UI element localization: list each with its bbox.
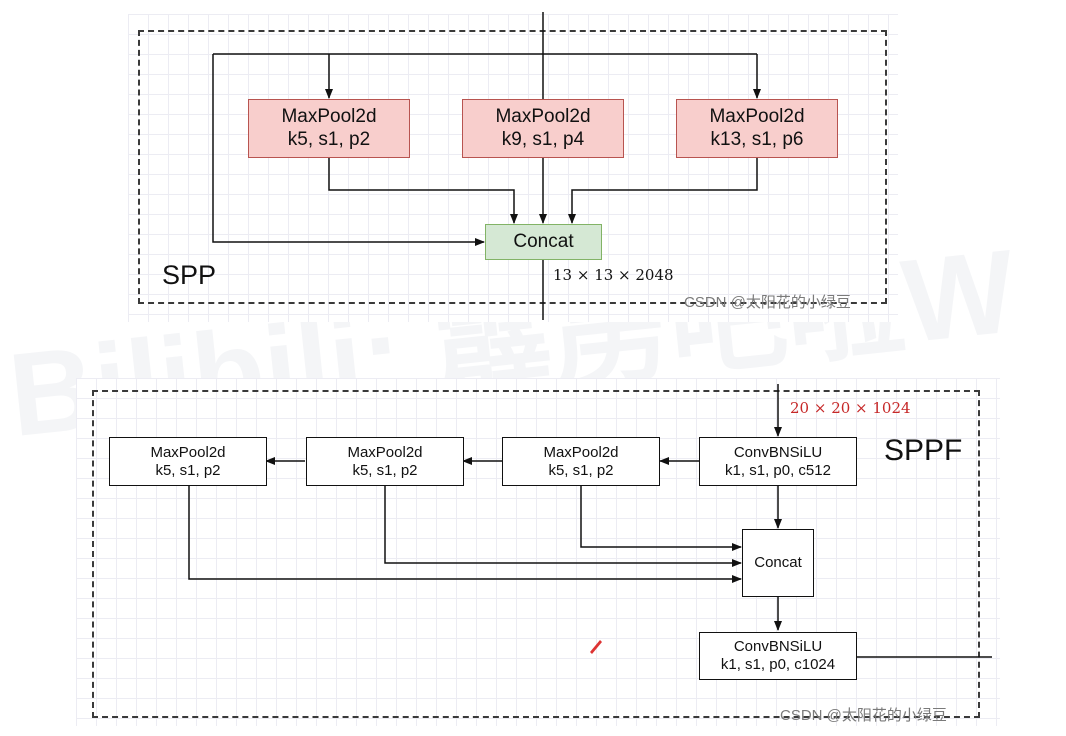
sppf-pool2-to-concat	[384, 486, 742, 567]
sppf-maxpool-1-name: MaxPool2d	[150, 443, 226, 461]
sppf-input-dims: 20 × 20 × 1024	[790, 399, 911, 417]
sppf-maxpool-1: MaxPool2d k5, s1, p2	[109, 437, 267, 486]
spp-canvas-grid	[128, 14, 898, 322]
csdn-watermark-top: CSDN @太阳花的小绿豆	[684, 294, 851, 311]
sppf-maxpool-3: MaxPool2d k5, s1, p2	[502, 437, 660, 486]
csdn-watermark-bottom: CSDN @太阳花的小绿豆	[780, 707, 947, 724]
sppf-maxpool-2: MaxPool2d k5, s1, p2	[306, 437, 464, 486]
spp-concat: Concat	[485, 224, 602, 260]
spp-shortcut	[212, 54, 485, 246]
spp-maxpool-k9-params: k9, s1, p4	[501, 128, 585, 150]
spp-title: SPP	[162, 260, 217, 290]
spp-maxpool-k9-name: MaxPool2d	[495, 105, 591, 127]
spp-maxpool-k5: MaxPool2d k5, s1, p2	[248, 99, 410, 158]
spp-pool3-to-concat	[568, 158, 758, 224]
sppf-conv-in-name: ConvBNSiLU	[733, 443, 823, 461]
sppf-maxpool-1-params: k5, s1, p2	[155, 461, 221, 479]
spp-concat-label: Concat	[513, 230, 574, 252]
spp-output-dims: 13 × 13 × 2048	[553, 266, 674, 284]
spp-maxpool-k13: MaxPool2d k13, s1, p6	[676, 99, 838, 158]
pen-cursor-icon	[590, 640, 602, 654]
spp-maxpool-k13-params: k13, s1, p6	[710, 128, 804, 150]
sppf-conv-out-params: k1, s1, p0, c1024	[720, 656, 836, 673]
spp-group-frame	[138, 30, 887, 304]
sppf-maxpool-2-params: k5, s1, p2	[352, 461, 418, 479]
spp-maxpool-k5-params: k5, s1, p2	[287, 128, 371, 150]
sppf-maxpool-3-name: MaxPool2d	[543, 443, 619, 461]
sppf-conv-out-name: ConvBNSiLU	[733, 638, 823, 655]
sppf-conv-out: ConvBNSiLU k1, s1, p0, c1024	[699, 632, 857, 680]
sppf-maxpool-2-name: MaxPool2d	[347, 443, 423, 461]
sppf-maxpool-3-params: k5, s1, p2	[548, 461, 614, 479]
sppf-pool1-to-concat	[188, 486, 742, 583]
spp-maxpool-k9: MaxPool2d k9, s1, p4	[462, 99, 624, 158]
spp-pool1-to-concat	[328, 158, 518, 224]
sppf-concat: Concat	[742, 529, 814, 597]
sppf-pool3-to-concat	[580, 486, 742, 551]
sppf-group-frame	[92, 390, 980, 718]
sppf-title: SPPF	[884, 434, 963, 467]
spp-maxpool-k13-name: MaxPool2d	[709, 105, 805, 127]
sppf-conv-in-params: k1, s1, p0, c512	[725, 461, 831, 479]
spp-maxpool-k5-name: MaxPool2d	[281, 105, 377, 127]
sppf-conv-in: ConvBNSiLU k1, s1, p0, c512	[699, 437, 857, 486]
sppf-concat-label: Concat	[754, 554, 802, 571]
